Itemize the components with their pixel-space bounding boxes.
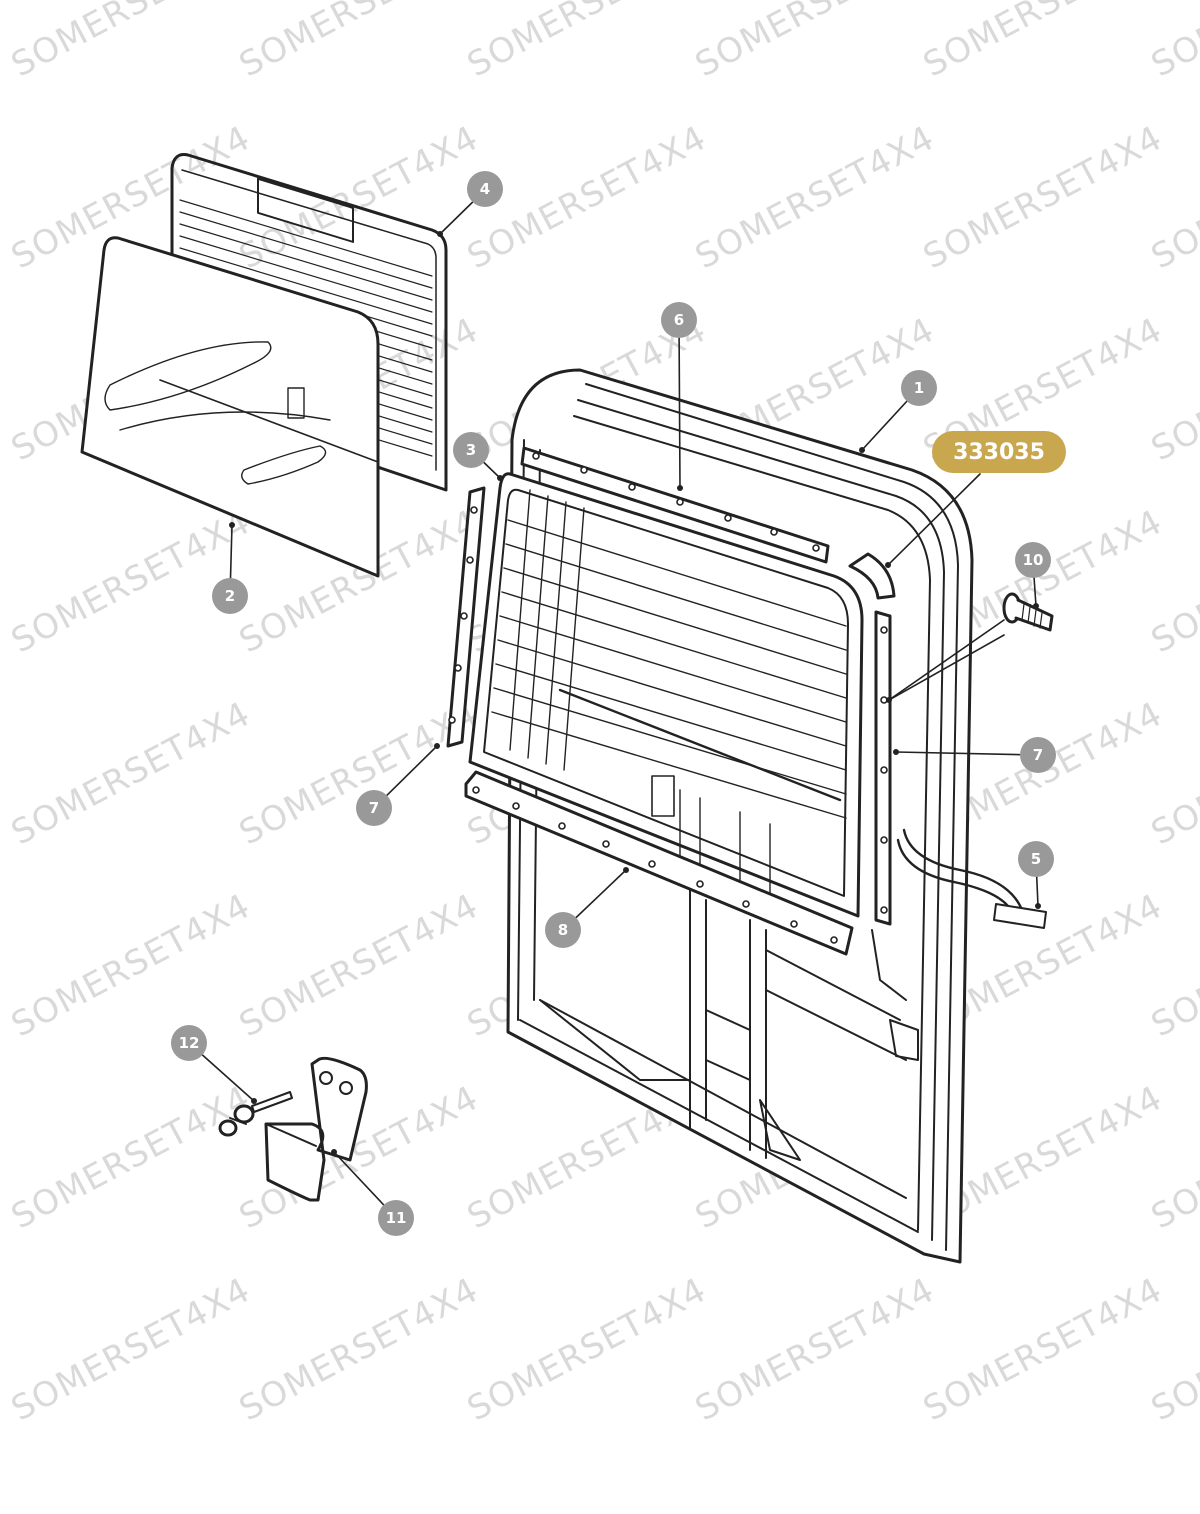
callout-4[interactable]: 4: [467, 171, 503, 207]
callout-1[interactable]: 1: [901, 370, 937, 406]
callout-10[interactable]: 10: [1015, 542, 1051, 578]
callout-12[interactable]: 12: [171, 1025, 207, 1061]
mounting-bracket: [264, 1056, 368, 1202]
callout-3[interactable]: 3: [453, 432, 489, 468]
callout-2[interactable]: 2: [212, 578, 248, 614]
part-number-badge[interactable]: 333035: [932, 431, 1066, 473]
pin-bolt: [218, 1091, 293, 1137]
callout-11[interactable]: 11: [378, 1200, 414, 1236]
inner-glass-frame: [468, 472, 864, 918]
top-channel-strip: [520, 446, 830, 564]
left-side-channel: [446, 486, 486, 748]
callout-8[interactable]: 8: [545, 912, 581, 948]
right-side-channel: [874, 610, 892, 926]
corner-seal-piece: [848, 552, 896, 600]
callout-5[interactable]: 5: [1018, 841, 1054, 877]
callout-7-right[interactable]: 7: [1020, 737, 1056, 773]
callout-7-left[interactable]: 7: [356, 790, 392, 826]
cable-harness: [896, 828, 1047, 929]
front-glass-pane: [80, 236, 380, 578]
screw-part: [1002, 592, 1054, 632]
callout-6[interactable]: 6: [661, 302, 697, 338]
bottom-channel-strip: [464, 770, 854, 956]
